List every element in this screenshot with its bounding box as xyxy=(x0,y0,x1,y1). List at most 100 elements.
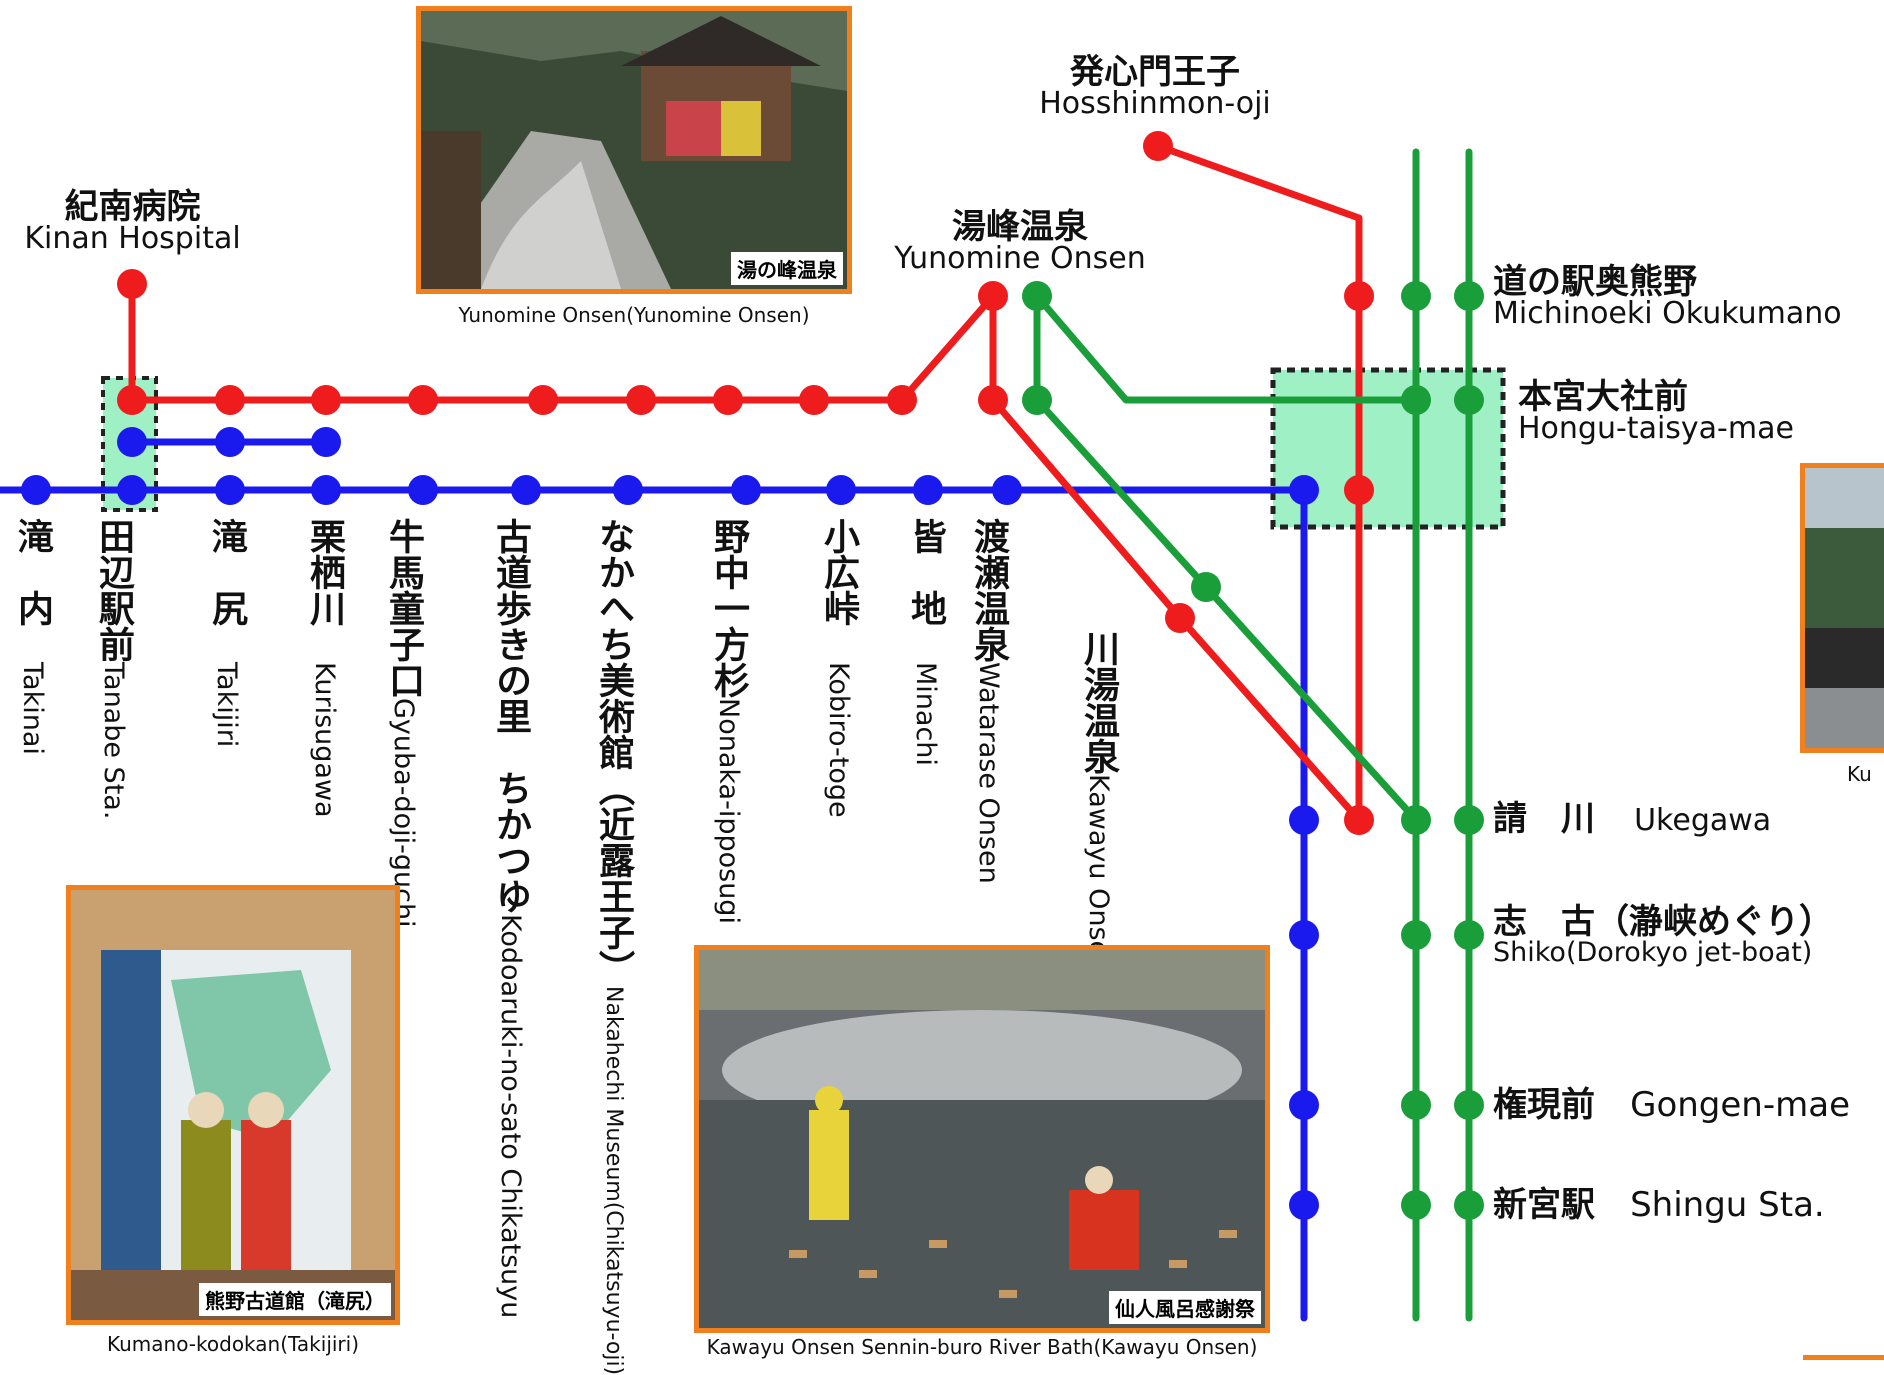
vlabel-gyuba-ja: 牛馬童子口 xyxy=(383,518,424,698)
stop-takijiri-blue-branch[interactable] xyxy=(215,427,245,457)
label-gongen: 権現前 Gongen-mae xyxy=(1493,1088,1850,1122)
vlabel-nonaka-en: Nonaka-ipposugi xyxy=(713,698,744,924)
stop-michinoeki-green-1[interactable] xyxy=(1401,281,1431,311)
label-ukegawa-en: Ukegawa xyxy=(1634,803,1772,838)
vlabel-minachi-ja: 皆 地 xyxy=(905,518,946,626)
stop-michinoeki-green-2[interactable] xyxy=(1454,281,1484,311)
label-hosshinmon: 発心門王子 Hosshinmon-oji xyxy=(1025,55,1285,119)
photo-right-partial xyxy=(1800,463,1884,753)
photo-sennin-tag: 仙人風呂感謝祭 xyxy=(1109,1291,1261,1324)
stop-tanabe-blue-branch[interactable] xyxy=(117,427,147,457)
stop-hongu-green-1[interactable] xyxy=(1401,385,1431,415)
stop-hosshinmon-red[interactable] xyxy=(1143,131,1173,161)
stop-shiko-green-1[interactable] xyxy=(1401,920,1431,950)
caption-right-partial: Ku xyxy=(1847,762,1872,786)
label-michinoeki: 道の駅奥熊野 Michinoeki Okukumano xyxy=(1493,265,1842,329)
stop-shiko-blue[interactable] xyxy=(1289,920,1319,950)
stop-shingu-green-1[interactable] xyxy=(1401,1190,1431,1220)
stop-shiko-green-2[interactable] xyxy=(1454,920,1484,950)
vlabel-kurisugawa-ja: 栗栖川 xyxy=(304,518,345,626)
red-stops xyxy=(117,131,1374,835)
stop-shingu-blue[interactable] xyxy=(1289,1190,1319,1220)
label-hongu-ja: 本宮大社前 xyxy=(1518,377,1688,417)
stop-kinan-red[interactable] xyxy=(117,269,147,299)
vlabel-takinai: 滝 内 Takinai xyxy=(12,518,53,755)
label-hongu: 本宮大社前 Hongu-taisya-mae xyxy=(1518,380,1794,444)
stop-kawayu-green[interactable] xyxy=(1191,572,1221,602)
stop-gongen-blue[interactable] xyxy=(1289,1090,1319,1120)
stop-kurisugawa-blue-branch[interactable] xyxy=(311,427,341,457)
stop-kurisugawa-blue[interactable] xyxy=(311,475,341,505)
stop-shingu-green-2[interactable] xyxy=(1454,1190,1484,1220)
photo-kodokan-image xyxy=(71,890,395,1320)
vlabel-nakahechi-en: Nakahechi Museum(Chikatsuyu-oji) xyxy=(601,986,626,1375)
vlabel-takinai-en: Takinai xyxy=(17,662,48,755)
stop-yunomine-red[interactable] xyxy=(978,281,1008,311)
label-yunomine: 湯峰温泉 Yunomine Onsen xyxy=(870,210,1170,274)
vlabel-nakahechi-ja: なかへち美術館（近露王子） xyxy=(593,518,634,986)
stop-minachi-red[interactable] xyxy=(887,385,917,415)
stop-watarase-blue[interactable] xyxy=(992,475,1022,505)
stop-kobiro-blue[interactable] xyxy=(826,475,856,505)
stop-watarase-red[interactable] xyxy=(978,385,1008,415)
label-yunomine-ja: 湯峰温泉 xyxy=(952,207,1088,247)
vlabel-chikatsuyu: 古道歩きの里 ちかつゆKodoaruki-no-sato Chikatsuyu xyxy=(490,518,531,1319)
stop-ukegawa-red[interactable] xyxy=(1344,805,1374,835)
stop-nakahechi-blue[interactable] xyxy=(613,475,643,505)
caption-sennin: Kawayu Onsen Sennin-buro River Bath(Kawa… xyxy=(706,1335,1258,1359)
stop-tanabe-blue[interactable] xyxy=(117,475,147,505)
vlabel-chikatsuyu-en: Kodoaruki-no-sato Chikatsuyu xyxy=(495,914,526,1319)
vlabel-watarase: 渡瀬温泉Watarase Onsen xyxy=(968,518,1009,884)
stop-gongen-green-2[interactable] xyxy=(1454,1090,1484,1120)
green-route-lines xyxy=(1033,148,1473,1322)
stop-takinai-blue[interactable] xyxy=(21,475,51,505)
vlabel-takinai-ja: 滝 内 xyxy=(12,518,53,626)
photo-yunomine-tag: 湯の峰温泉 xyxy=(731,252,843,285)
stop-gyuba-red[interactable] xyxy=(408,385,438,415)
label-gongen-en: Gongen-mae xyxy=(1630,1085,1850,1125)
stop-chikatsuyu-red[interactable] xyxy=(528,385,558,415)
stop-nonaka-red[interactable] xyxy=(713,385,743,415)
stop-gyuba-blue[interactable] xyxy=(408,475,438,505)
label-shiko-en: Shiko(Dorokyo jet-boat) xyxy=(1493,937,1813,968)
photo-frame-corner xyxy=(1803,1355,1884,1360)
label-kinan-en: Kinan Hospital xyxy=(24,221,241,256)
vlabel-kurisugawa-en: Kurisugawa xyxy=(309,662,340,818)
vlabel-minachi: 皆 地Minachi xyxy=(905,518,946,766)
vlabel-kobiro-en: Kobiro-toge xyxy=(823,662,854,818)
label-shingu: 新宮駅 Shingu Sta. xyxy=(1493,1188,1825,1222)
stop-ukegawa-green-2[interactable] xyxy=(1454,805,1484,835)
vlabel-watarase-en: Watarase Onsen xyxy=(973,662,1004,884)
photo-kodokan: 熊野古道館（滝尻） xyxy=(66,885,400,1325)
stop-chikatsuyu-blue[interactable] xyxy=(511,475,541,505)
stop-nakahechi-red[interactable] xyxy=(626,385,656,415)
stop-takijiri-red[interactable] xyxy=(215,385,245,415)
label-michinoeki-ja: 道の駅奥熊野 xyxy=(1493,262,1697,302)
stop-takijiri-blue[interactable] xyxy=(215,475,245,505)
photo-kodokan-tag: 熊野古道館（滝尻） xyxy=(199,1283,391,1316)
photo-sennin: 仙人風呂感謝祭 xyxy=(694,945,1270,1333)
caption-yunomine: Yunomine Onsen(Yunomine Onsen) xyxy=(458,303,810,327)
label-gongen-ja: 権現前 xyxy=(1493,1085,1595,1125)
vlabel-kawayu: 川湯温泉Kawayu Onsen xyxy=(1078,630,1119,974)
stop-ukegawa-blue[interactable] xyxy=(1289,805,1319,835)
label-shingu-en: Shingu Sta. xyxy=(1630,1185,1825,1225)
photo-sennin-image xyxy=(699,950,1265,1328)
label-hosshinmon-en: Hosshinmon-oji xyxy=(1039,86,1271,121)
stop-kurisugawa-red[interactable] xyxy=(311,385,341,415)
stop-kobiro-red[interactable] xyxy=(799,385,829,415)
stop-hongu-red[interactable] xyxy=(1344,475,1374,505)
stop-michinoeki-red[interactable] xyxy=(1344,281,1374,311)
stop-yunomine-green[interactable] xyxy=(1022,281,1052,311)
stop-watarase-green[interactable] xyxy=(1022,385,1052,415)
stop-kawayu-red[interactable] xyxy=(1165,603,1195,633)
stop-nonaka-blue[interactable] xyxy=(731,475,761,505)
stop-hongu-blue[interactable] xyxy=(1289,475,1319,505)
stop-gongen-green-1[interactable] xyxy=(1401,1090,1431,1120)
stop-hongu-green-2[interactable] xyxy=(1454,385,1484,415)
stop-ukegawa-green-1[interactable] xyxy=(1401,805,1431,835)
label-yunomine-en: Yunomine Onsen xyxy=(894,241,1146,276)
stop-minachi-blue[interactable] xyxy=(913,475,943,505)
stop-tanabe-red[interactable] xyxy=(117,385,147,415)
